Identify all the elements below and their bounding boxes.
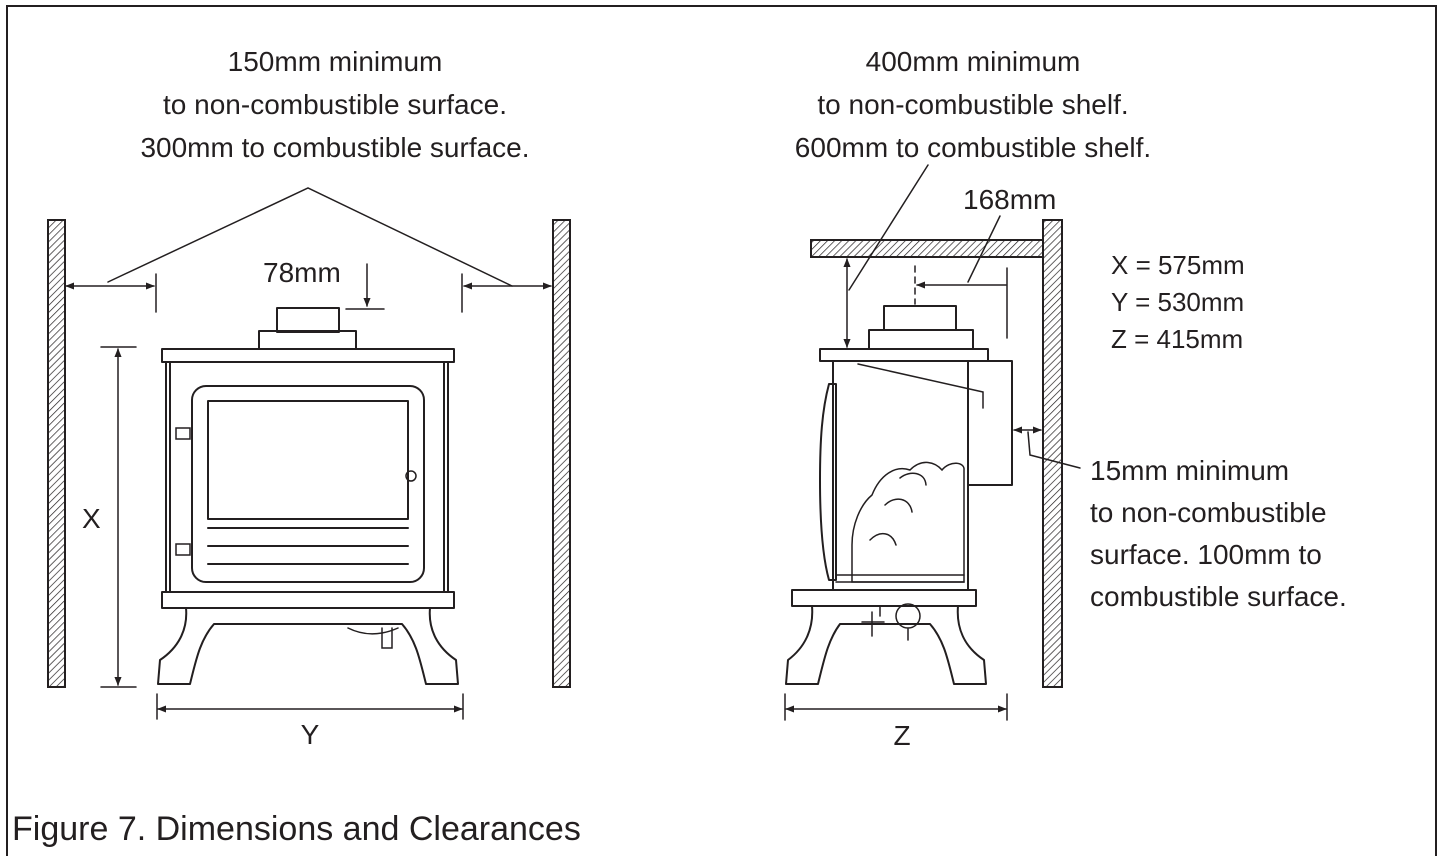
side-top-note-line-3: 600mm to combustible shelf.: [794, 132, 1152, 163]
fuel-tray: [835, 574, 965, 583]
door-grille: [207, 527, 409, 565]
side-clearance-leader: [107, 187, 513, 287]
gas-control: [347, 627, 399, 649]
dimension-key-y: Y = 530mm: [1111, 287, 1245, 317]
side-view: [784, 164, 1081, 721]
rear-clearance-leader: [1027, 431, 1081, 469]
flue-height-label: 78mm: [263, 257, 341, 288]
gas-valve: [861, 603, 921, 641]
stove-front: [157, 307, 459, 685]
side-body: [832, 360, 1013, 591]
door-glass: [207, 400, 409, 520]
figure-frame: [6, 5, 1437, 856]
side-top-note-line-2: to non-combustible shelf.: [817, 89, 1129, 120]
stove-top-plate: [161, 348, 455, 363]
width-label-y: Y: [300, 719, 320, 750]
depth-dimension-z: [784, 693, 1008, 721]
front-top-note-line-3: 300mm to combustible surface.: [140, 132, 530, 163]
dimension-key-x: X = 575mm: [1111, 250, 1245, 280]
shelf-depth-leader: [967, 215, 1001, 283]
side-flue-base: [868, 329, 974, 350]
fuel-bed-logs: [851, 461, 965, 583]
door-frame: [191, 385, 425, 583]
figure-caption: Figure 7. Dimensions and Clearances: [12, 810, 581, 848]
rear-note-line-1: 15mm minimum: [1090, 455, 1290, 486]
rear-note-line-3: surface. 100mm to: [1090, 539, 1322, 570]
dimension-key-z: Z = 415mm: [1111, 324, 1244, 354]
height-label-x: X: [82, 503, 101, 534]
baffle: [857, 363, 984, 409]
side-legs: [785, 605, 987, 685]
side-clearance-dimensions: [65, 273, 552, 313]
flue-base: [258, 330, 357, 350]
lower-hinge: [175, 543, 191, 556]
flue-height-marker: [345, 263, 385, 310]
side-door-profile: [819, 383, 837, 581]
shelf: [810, 239, 1044, 258]
rear-note-line-2: to non-combustible: [1090, 497, 1327, 528]
stove-legs: [157, 607, 459, 685]
side-base-plate: [791, 589, 977, 607]
width-dimension-y: [156, 693, 464, 720]
shelf-clearance-dimension: [843, 164, 929, 348]
side-flue-collar: [883, 305, 957, 331]
front-top-note-line-1: 150mm minimum: [227, 46, 443, 77]
left-side-wall: [47, 219, 66, 688]
flue-collar: [276, 307, 340, 333]
right-side-wall: [552, 219, 571, 688]
upper-hinge: [175, 427, 191, 440]
rear-wall: [1042, 219, 1063, 688]
shelf-depth-dimension: [916, 215, 1008, 339]
depth-label-z: Z: [893, 720, 911, 751]
stove-body: [165, 361, 449, 593]
door-knob: [405, 470, 417, 482]
stove-base-plate: [161, 591, 455, 609]
front-top-note-line-2: to non-combustible surface.: [163, 89, 507, 120]
side-top-plate: [819, 348, 989, 362]
shelf-clearance-leader: [848, 164, 929, 291]
front-view: [47, 187, 571, 720]
height-dimension-x: [100, 346, 137, 688]
rear-clearance-dimension: [1013, 426, 1081, 469]
stove-side: [785, 265, 1013, 685]
shelf-depth-label: 168mm: [963, 184, 1057, 215]
side-top-note-line-1: 400mm minimum: [865, 46, 1081, 77]
rear-note-line-4: combustible surface.: [1090, 581, 1347, 612]
